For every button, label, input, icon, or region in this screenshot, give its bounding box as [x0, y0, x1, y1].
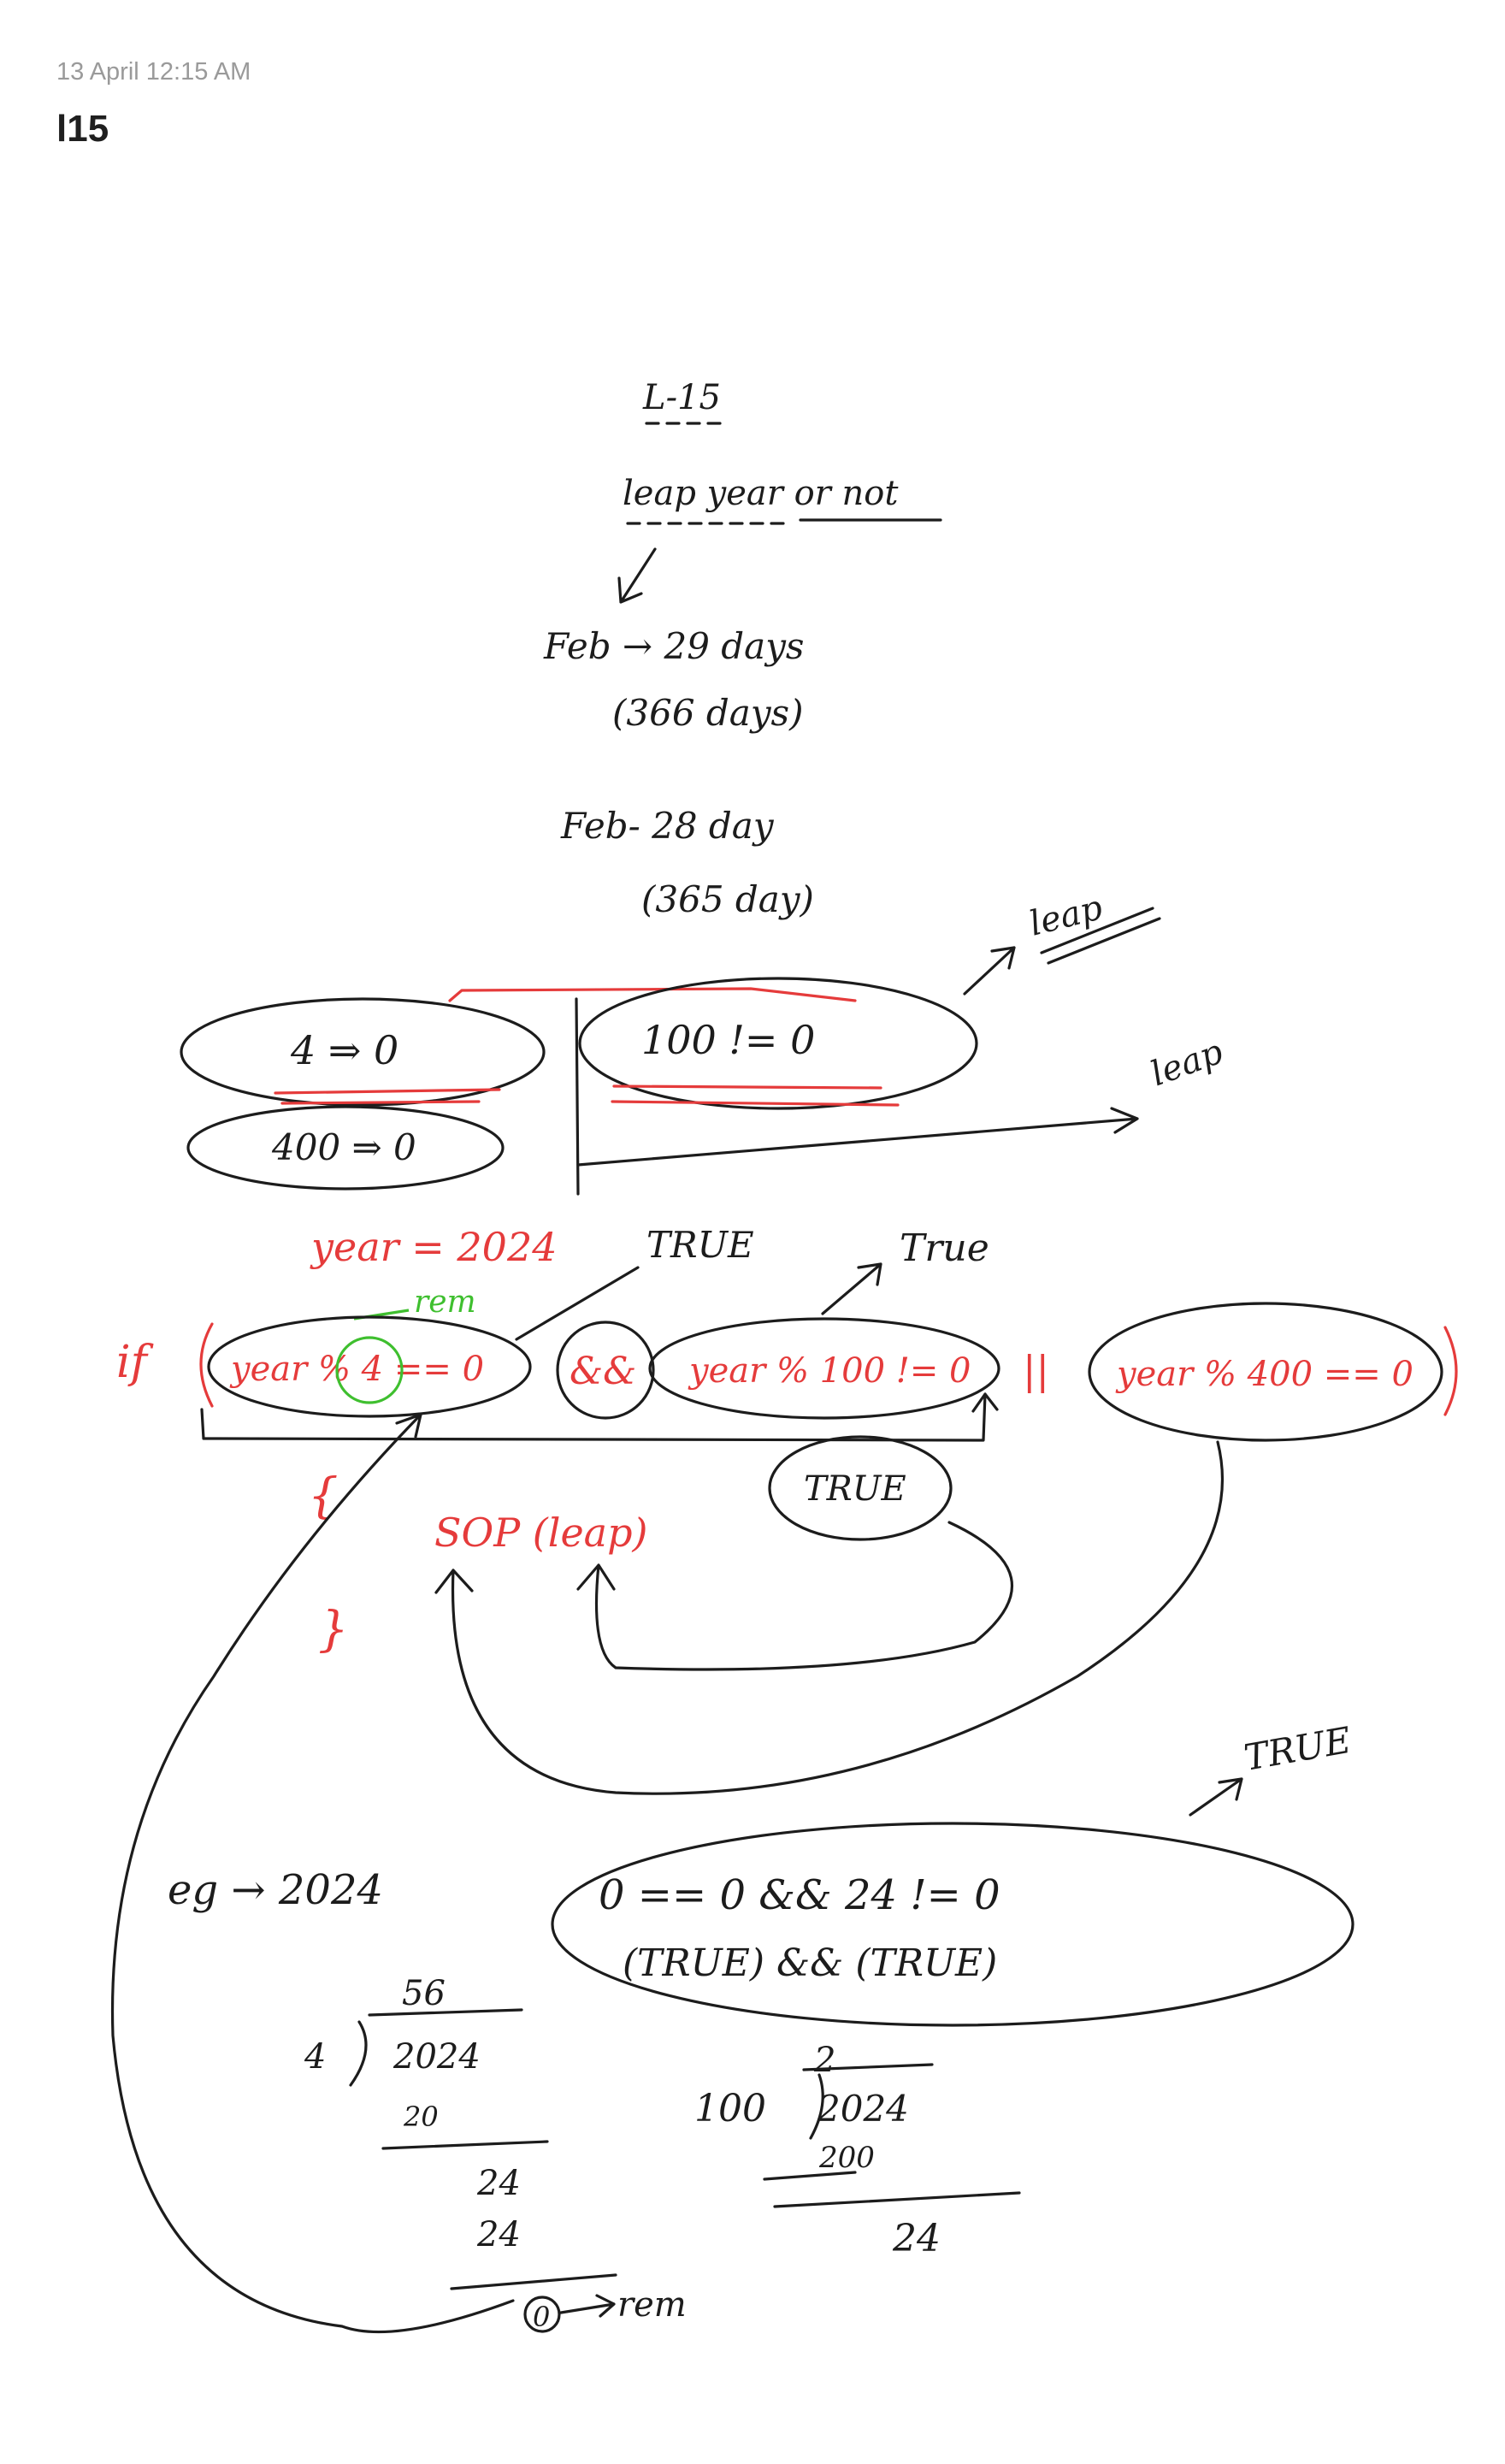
- rule-not100-text: 100 != 0: [641, 1017, 815, 1063]
- leap-label-2: leap: [1146, 1032, 1228, 1095]
- cond-part3-ellipse: [1088, 1302, 1443, 1442]
- div100-sub-strike: [763, 2171, 857, 2181]
- modulo-highlight-circle: [335, 1336, 404, 1404]
- cond-part2-ellipse: [648, 1317, 1000, 1420]
- div100-divisor: 100: [694, 2087, 766, 2130]
- if-keyword: if: [116, 1337, 154, 1388]
- leap-label-1-underline: [1040, 907, 1161, 965]
- days-leap-text: (366 days): [612, 692, 804, 734]
- true-label-1: TRUE: [646, 1224, 754, 1266]
- year-assign-text: year = 2024: [310, 1224, 557, 1270]
- page-title[interactable]: l15: [56, 108, 109, 150]
- leap-arrow-1: [963, 946, 1016, 996]
- div4-remainder: 0: [533, 2301, 550, 2333]
- div100-bracket: [809, 2073, 824, 2140]
- true-badge-ellipse: [768, 1435, 953, 1541]
- eval-line2: (TRUE) && (TRUE): [623, 1941, 997, 1985]
- close-brace: }: [318, 1602, 349, 1657]
- cond-part3-text: year % 400 == 0: [1115, 1355, 1414, 1394]
- open-brace: {: [308, 1468, 339, 1524]
- rule-div400-text: 400 ⇒ 0: [271, 1126, 416, 1168]
- or-to-sop-arrow: [434, 1440, 1225, 1795]
- cond-part2-text: year % 100 != 0: [688, 1351, 971, 1391]
- rule-div4-text: 4 ⇒ 0: [290, 1027, 398, 1073]
- eval-line1: 0 == 0 && 24 != 0: [599, 1871, 1000, 1919]
- rule-div400-ellipse: [186, 1105, 505, 1191]
- div4-divisor: 4: [304, 2037, 326, 2077]
- div4-rem-arrow: [559, 2294, 616, 2318]
- rem-label: rem: [414, 1285, 476, 1320]
- true-label-1-pointer: [515, 1266, 640, 1341]
- leap-label-1: leap: [1025, 888, 1106, 943]
- days-normal-text: (365 day): [641, 878, 814, 920]
- div100-quotient: 2: [813, 2041, 835, 2080]
- eg-label: eg → 2024: [168, 1866, 383, 1914]
- true-to-sop-arrow: [576, 1521, 1014, 1671]
- and-bracket: [200, 1392, 999, 1442]
- eg-to-condition-arrow: [110, 1413, 515, 2334]
- div4-step: 24: [476, 2164, 521, 2203]
- div4-quotient-line: [368, 2008, 523, 2017]
- down-arrow: [617, 547, 657, 604]
- div4-sub2-line: [450, 2273, 617, 2290]
- div100-dividend: 2024: [817, 2088, 909, 2130]
- note-heading: L-15: [642, 378, 721, 417]
- div4-sub2: 24: [476, 2215, 521, 2254]
- cond-part1-text: year % 4 == 0: [229, 1350, 484, 1389]
- div4-sub1-line: [381, 2140, 549, 2150]
- div100-sub: 200: [818, 2141, 875, 2175]
- rule-div4-underline: [274, 1088, 501, 1105]
- div4-sub1: 20: [403, 2101, 439, 2133]
- div100-quotient-line: [802, 2063, 934, 2071]
- div4-remainder-circle: [523, 2296, 561, 2333]
- note-subheading: leap year or not: [623, 474, 899, 513]
- eval-true-arrow: [1189, 1777, 1243, 1817]
- eval-ellipse: [551, 1822, 1354, 2027]
- eval-true-label: TRUE: [1241, 1719, 1354, 1779]
- div100-sub-line: [773, 2191, 1021, 2208]
- rule-div4-ellipse: [180, 997, 546, 1107]
- div100-remainder: 24: [892, 2217, 941, 2260]
- and-op-text: &&: [570, 1350, 636, 1393]
- sop-text: SOP (leap): [434, 1510, 648, 1556]
- note-timestamp: 13 April 12:15 AM: [56, 58, 251, 86]
- div4-rem-label: rem: [617, 2285, 687, 2325]
- rule-bracket-red: [448, 987, 857, 1002]
- true-badge-text: TRUE: [804, 1469, 906, 1509]
- div4-quotient: 56: [402, 1974, 446, 2013]
- leap-arrow-2: [576, 1107, 1139, 1167]
- div4-bracket: [349, 2020, 368, 2087]
- true-label-2-arrow: [821, 1262, 882, 1315]
- and-op-ellipse: [556, 1321, 655, 1420]
- cond-close-paren: [1443, 1326, 1458, 1416]
- rules-separator: [575, 997, 580, 1196]
- feb-leap-text: Feb → 29 days: [543, 625, 804, 667]
- div4-dividend: 2024: [392, 2037, 481, 2077]
- rule-not100-underline: [611, 1084, 900, 1107]
- rule-not100-ellipse: [578, 977, 978, 1110]
- or-op-text: ||: [1023, 1347, 1049, 1393]
- cond-part1-ellipse: [207, 1315, 532, 1418]
- true-label-2: True: [900, 1226, 989, 1270]
- cond-open-paren: [199, 1322, 214, 1408]
- feb-normal-text: Feb- 28 day: [560, 805, 775, 847]
